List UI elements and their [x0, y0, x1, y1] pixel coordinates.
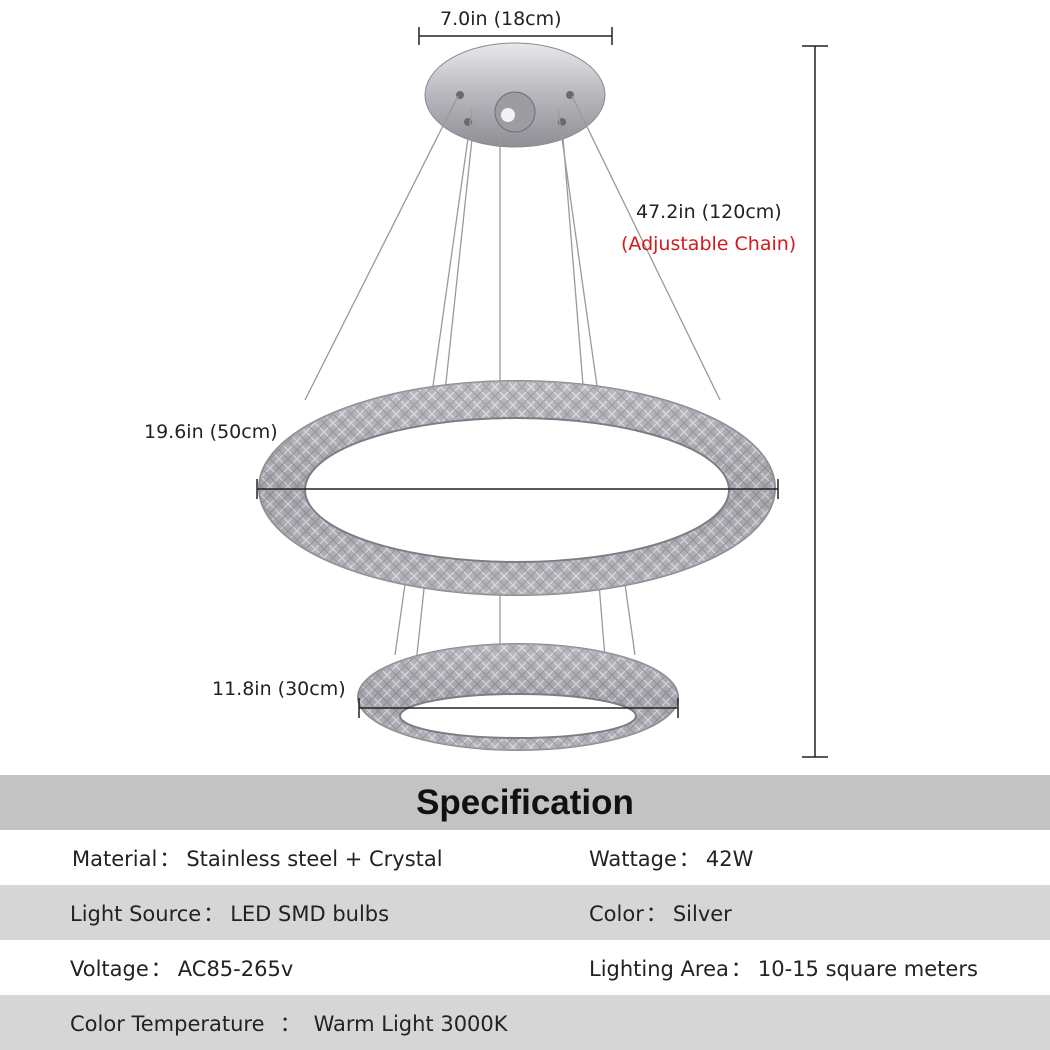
- adjustable-chain-note: (Adjustable Chain): [621, 233, 797, 255]
- spec-row: Voltage：AC85-265v Lighting Area：10-15 sq…: [0, 940, 1050, 995]
- spec-separator: ：: [203, 901, 225, 926]
- spec-label: Wattage: [589, 846, 677, 871]
- spec-lighting-area: Lighting Area：10-15 square meters: [589, 953, 978, 983]
- spec-separator: ：: [645, 901, 667, 926]
- spec-light-source: Light Source：LED SMD bulbs: [70, 898, 389, 928]
- canopy-width-label: 7.0in (18cm): [440, 8, 562, 30]
- spec-row: Color Temperature ： Warm Light 3000K: [0, 995, 1050, 1050]
- spec-value: 10-15 square meters: [757, 956, 978, 981]
- spec-value: Warm Light 3000K: [306, 1011, 508, 1036]
- specification-header: Specification: [0, 775, 1050, 830]
- spec-row: Light Source：LED SMD bulbs Color：Silver: [0, 885, 1050, 940]
- spec-voltage: Voltage：AC85-265v: [70, 953, 293, 983]
- spec-color-temperature: Color Temperature ： Warm Light 3000K: [70, 1008, 508, 1038]
- spec-color: Color：Silver: [589, 898, 732, 928]
- spec-material: Material：Stainless steel + Crystal: [72, 843, 443, 873]
- large-ring-dimension-line: [256, 479, 779, 499]
- spec-value: AC85-265v: [177, 956, 294, 981]
- small-crystal-ring: [357, 643, 679, 751]
- spec-label: Color Temperature: [70, 1011, 265, 1036]
- spec-label: Voltage: [70, 956, 149, 981]
- spec-value: 42W: [705, 846, 754, 871]
- large-ring-label: 19.6in (50cm): [144, 421, 278, 443]
- spec-separator: ：: [730, 956, 752, 981]
- spec-separator: ：: [159, 846, 181, 871]
- large-crystal-ring: [258, 380, 776, 596]
- chandelier-illustration: [256, 27, 828, 758]
- spec-label: Color: [589, 901, 644, 926]
- spec-row: Material：Stainless steel + Crystal Watta…: [0, 830, 1050, 885]
- specification-title: Specification: [416, 782, 634, 822]
- spec-label: Light Source: [70, 901, 202, 926]
- spec-separator: ：: [266, 1011, 301, 1036]
- small-ring-dimension-line: [358, 698, 679, 718]
- spec-value: LED SMD bulbs: [230, 901, 390, 926]
- ceiling-canopy: [424, 42, 606, 148]
- spec-separator: ：: [678, 846, 700, 871]
- spec-wattage: Wattage：42W: [589, 843, 753, 873]
- hanging-height-dimension-line: [802, 45, 828, 758]
- hanging-height-label: 47.2in (120cm): [636, 201, 782, 223]
- spec-label: Lighting Area: [589, 956, 729, 981]
- spec-label: Material: [72, 846, 158, 871]
- spec-value: Silver: [672, 901, 732, 926]
- specification-table: Specification Material：Stainless steel +…: [0, 775, 1050, 1050]
- spec-separator: ：: [150, 956, 172, 981]
- small-ring-label: 11.8in (30cm): [212, 678, 346, 700]
- canopy-width-dimension-line: [418, 27, 613, 45]
- spec-value: Stainless steel + Crystal: [186, 846, 443, 871]
